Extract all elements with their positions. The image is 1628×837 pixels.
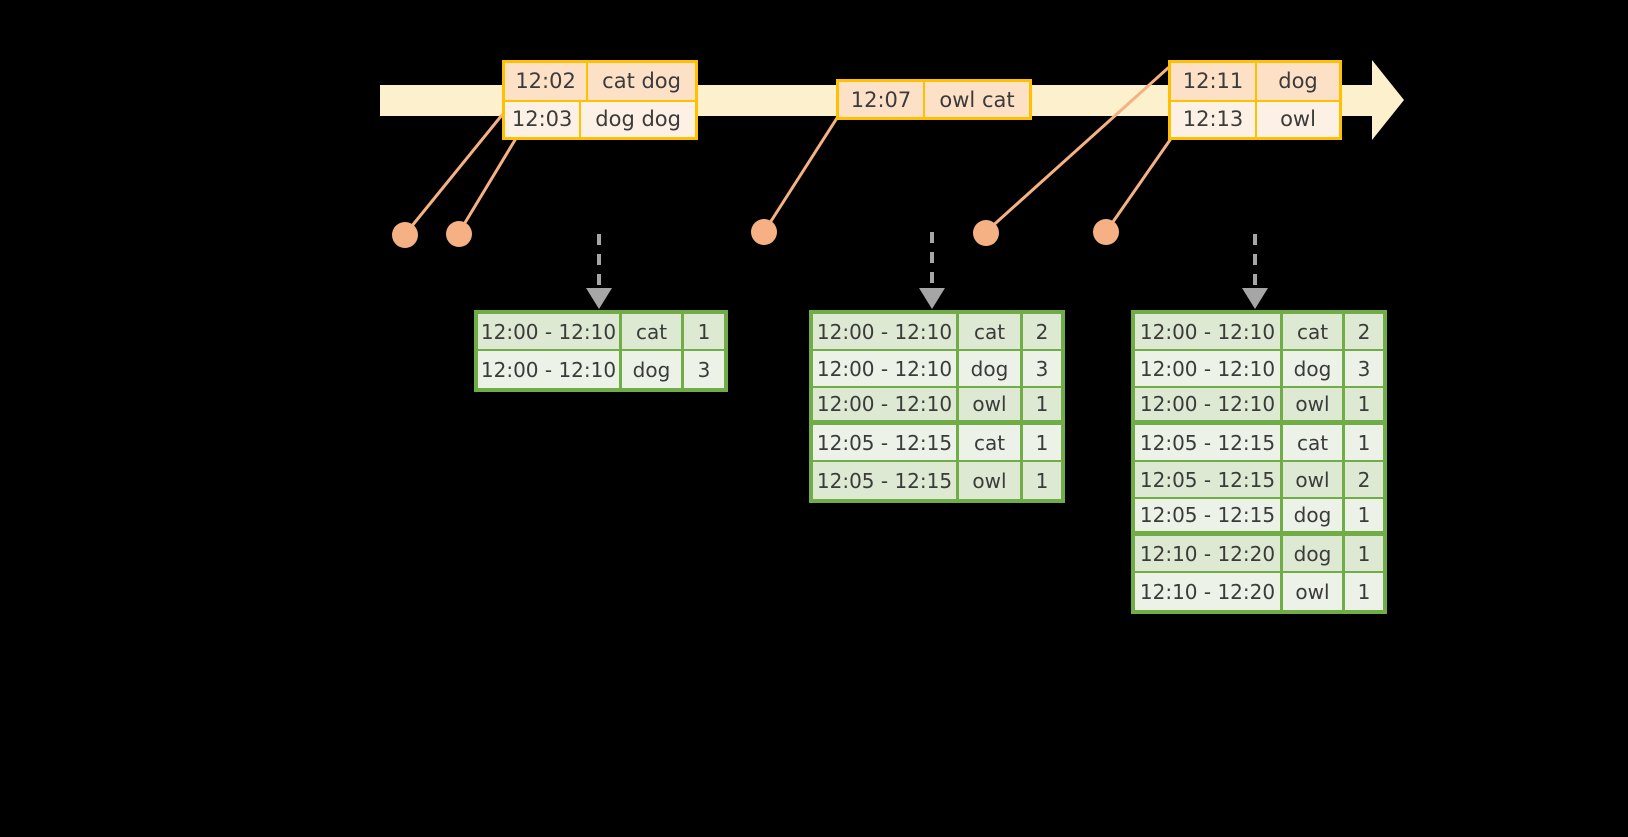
event-box-3[interactable]: 12:11 dog 12:13 owl: [1168, 60, 1342, 140]
event-words: dog: [1278, 69, 1318, 94]
connector-dot-5: [1093, 219, 1119, 245]
event-time: 12:03: [505, 101, 582, 137]
count-cell: 1: [697, 319, 711, 344]
word-cell: dog: [1283, 499, 1345, 531]
window-range-cell: 12:10 - 12:20: [1135, 536, 1283, 571]
word-cell: cat: [959, 314, 1023, 349]
count-cell: 1: [1357, 541, 1371, 566]
word-cell: owl: [959, 388, 1023, 420]
word-cell: cat: [1283, 314, 1345, 349]
count-cell: 1: [1035, 392, 1049, 416]
flow-arrow-head-1: [586, 288, 612, 309]
window-range-cell: 12:00 - 12:10: [813, 351, 959, 386]
word-cell: dog: [959, 351, 1023, 386]
word-cell: owl: [1283, 462, 1345, 497]
event-box-2[interactable]: 12:07 owl cat: [836, 79, 1032, 120]
word-cell: dog: [1283, 536, 1345, 571]
word-cell: cat: [622, 314, 684, 349]
window-range-cell: 12:05 - 12:15: [1135, 499, 1283, 531]
connector-line-3: [764, 116, 839, 231]
word-cell: dog: [622, 351, 684, 388]
connector-line-1: [405, 113, 504, 234]
window-range-cell: 12:00 - 12:10: [813, 314, 959, 349]
connector-dot-3: [751, 219, 777, 245]
count-cell: 1: [1357, 392, 1371, 416]
count-cell: 2: [1357, 467, 1371, 492]
event-words: owl cat: [939, 87, 1015, 112]
count-cell: 1: [1357, 430, 1371, 455]
window-range-cell: 12:05 - 12:15: [1135, 462, 1283, 497]
event-words: dog dog: [595, 107, 681, 132]
count-cell: 1: [1357, 503, 1371, 527]
connector-dot-4: [973, 220, 999, 246]
event-row[interactable]: 12:03 dog dog: [505, 99, 695, 137]
event-row[interactable]: 12:02 cat dog: [505, 63, 695, 100]
window-range-cell: 12:00 - 12:10: [1135, 388, 1283, 420]
window-range-cell: 12:00 - 12:10: [813, 388, 959, 420]
word-cell: owl: [1283, 388, 1345, 420]
word-cell: cat: [959, 425, 1023, 460]
connector-line-5: [1106, 138, 1172, 231]
window-range-cell: 12:00 - 12:10: [478, 351, 622, 388]
window-range-cell: 12:00 - 12:10: [1135, 351, 1283, 386]
event-row[interactable]: 12:07 owl cat: [839, 82, 1029, 117]
event-time: 12:11: [1171, 63, 1257, 100]
event-time: 12:13: [1171, 101, 1257, 137]
word-cell: owl: [1283, 573, 1345, 610]
window-range-cell: 12:10 - 12:20: [1135, 573, 1283, 610]
connector-dot-2: [446, 221, 472, 247]
flow-arrow-head-2: [919, 288, 945, 309]
word-cell: dog: [1283, 351, 1345, 386]
event-time: 12:02: [505, 63, 589, 100]
count-cell: 3: [1357, 356, 1371, 381]
event-row[interactable]: 12:13 owl: [1171, 99, 1339, 137]
count-cell: 2: [1035, 319, 1049, 344]
window-range-cell: 12:00 - 12:10: [1135, 314, 1283, 349]
connector-line-2: [458, 138, 517, 233]
word-cell: cat: [1283, 425, 1345, 460]
window-range-cell: 12:05 - 12:15: [1135, 425, 1283, 460]
window-range-cell: 12:00 - 12:10: [478, 314, 622, 349]
count-cell: 3: [697, 357, 711, 382]
connector-dot-1: [392, 222, 418, 248]
word-cell: owl: [959, 462, 1023, 499]
event-time: 12:07: [839, 82, 925, 117]
event-words: owl: [1280, 107, 1316, 132]
count-cell: 3: [1035, 356, 1049, 381]
count-cell: 1: [1357, 579, 1371, 604]
event-row[interactable]: 12:11 dog: [1171, 63, 1339, 100]
event-box-1[interactable]: 12:02 cat dog 12:03 dog dog: [502, 60, 698, 140]
window-range-cell: 12:05 - 12:15: [813, 462, 959, 499]
count-cell: 1: [1035, 430, 1049, 455]
count-cell: 2: [1357, 319, 1371, 344]
window-range-cell: 12:05 - 12:15: [813, 425, 959, 460]
flow-arrow-head-3: [1242, 288, 1268, 309]
event-words: cat dog: [602, 69, 681, 94]
count-cell: 1: [1035, 468, 1049, 493]
